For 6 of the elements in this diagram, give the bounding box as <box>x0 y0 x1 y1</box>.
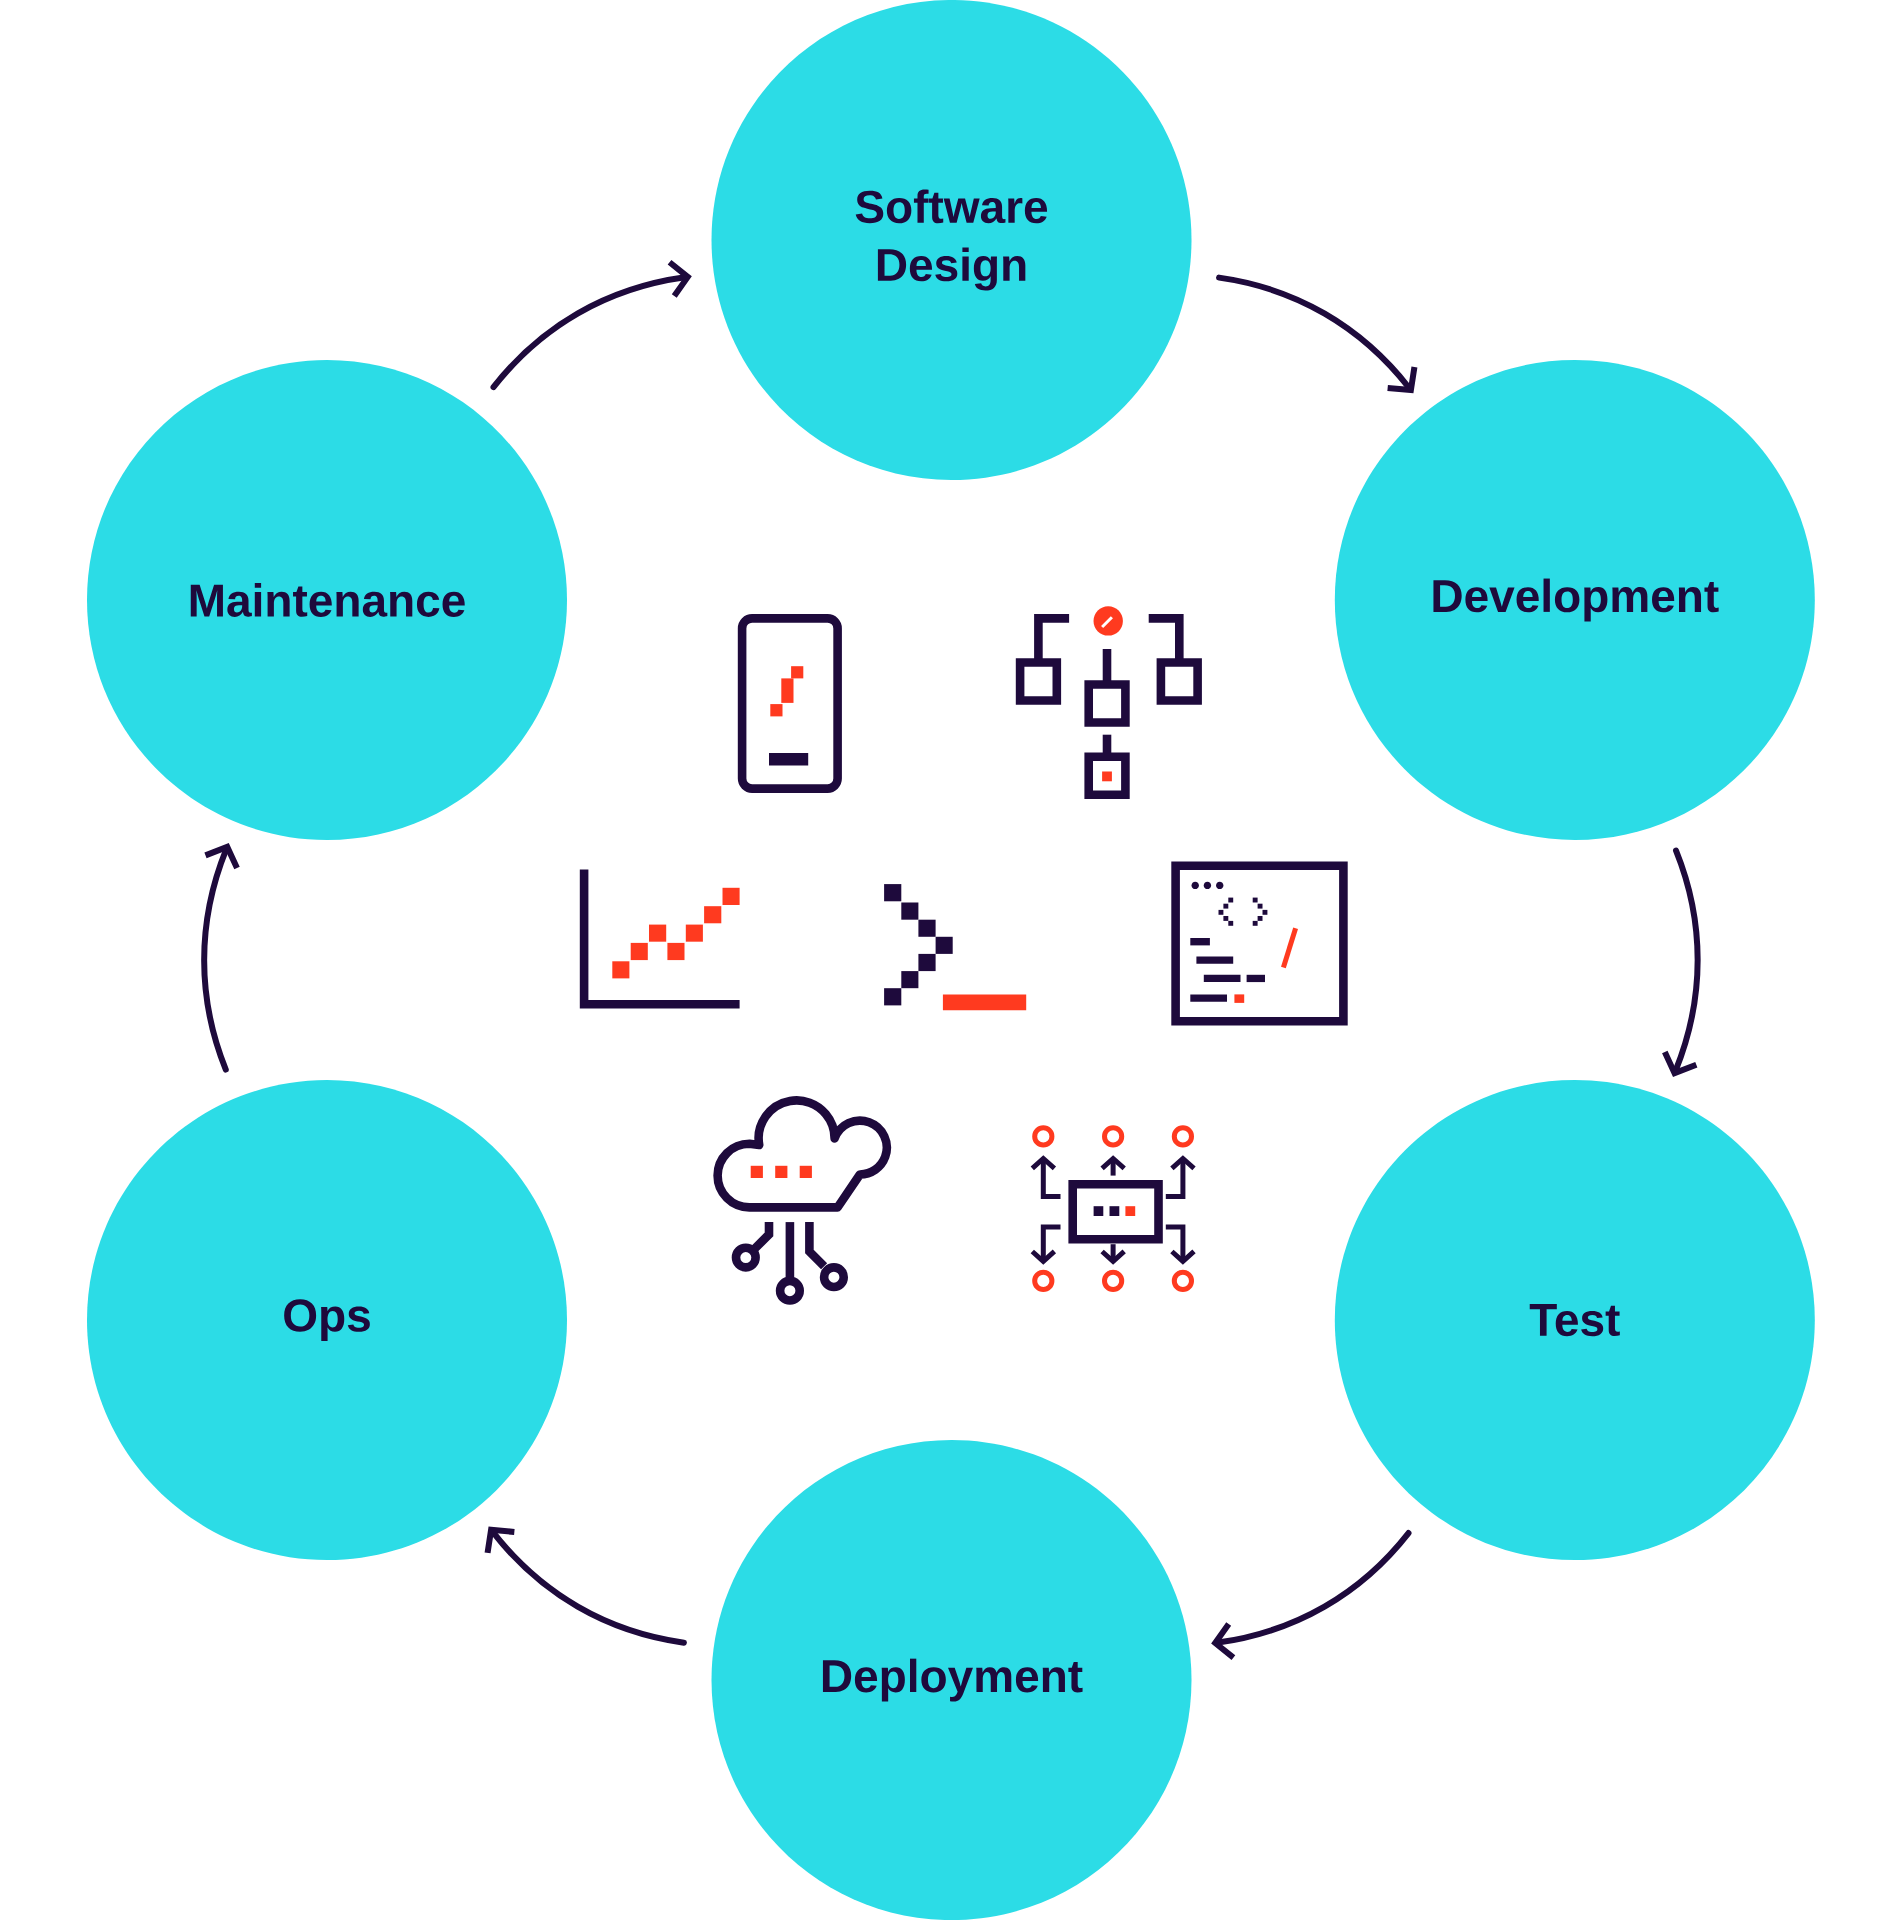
arrow <box>1216 274 1418 394</box>
arrow <box>484 1526 687 1646</box>
arrow <box>490 259 692 391</box>
arrow <box>201 843 240 1073</box>
arrow <box>1211 1530 1412 1660</box>
arrow <box>1662 847 1701 1077</box>
